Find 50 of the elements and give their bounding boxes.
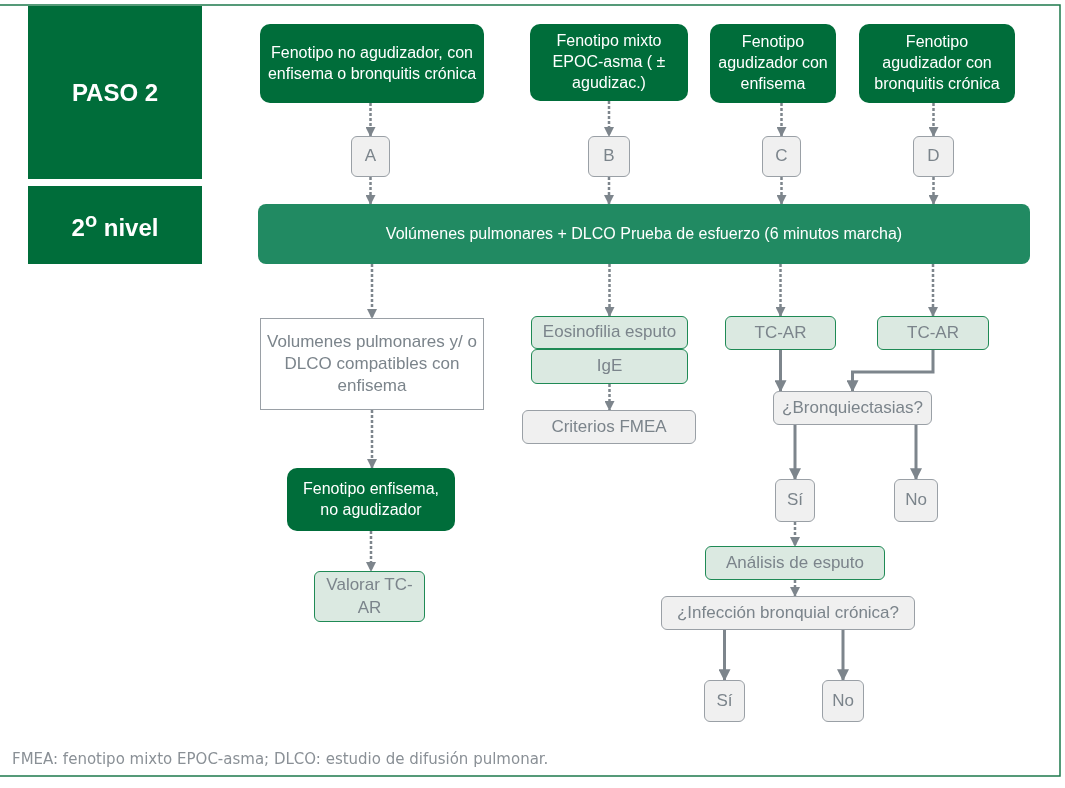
test-box: Eosinofilia esputo xyxy=(531,316,688,349)
decision-box: ¿Bronquiectasias? xyxy=(773,391,932,425)
arrow xyxy=(775,264,786,317)
arrow xyxy=(910,425,922,481)
arrow xyxy=(604,264,615,317)
arrow xyxy=(928,177,939,205)
arrow xyxy=(776,103,787,137)
arrow xyxy=(790,522,800,547)
arrow xyxy=(928,264,938,317)
answer-box: No xyxy=(822,680,864,722)
arrow xyxy=(367,264,377,319)
arrow xyxy=(789,425,801,481)
arrow xyxy=(604,384,615,411)
step-label-box: PASO 2 xyxy=(28,6,202,179)
answer-box: Sí xyxy=(775,479,815,522)
letter-box: C xyxy=(762,136,801,177)
test-box: TC-AR xyxy=(877,316,989,350)
letter-box: D xyxy=(913,136,954,177)
result-box: Volumenes pulmonares y/ o DLCO compatibles con enfisema xyxy=(260,318,484,410)
arrow xyxy=(604,101,614,137)
arrow xyxy=(928,103,939,137)
arrow xyxy=(604,177,614,205)
test-band: Volúmenes pulmonares + DLCO Prueba de esfuerzo (6 minutos marcha) xyxy=(258,204,1030,264)
test-box: Análisis de esputo xyxy=(705,546,885,580)
phenotype-box: Fenotipo mixto EPOC-asma ( ± agudizac.) xyxy=(530,24,688,101)
arrow xyxy=(718,630,731,682)
arrow xyxy=(846,350,935,393)
process-box: Criterios FMEA xyxy=(522,410,696,444)
letter-box: A xyxy=(351,136,390,177)
answer-box: No xyxy=(894,479,938,522)
phenotype-box: Fenotipo enfisema, no agudizador xyxy=(287,468,455,531)
phenotype-box: Fenotipo agudizador con bronquitis crónica xyxy=(859,24,1015,103)
arrow xyxy=(774,350,787,393)
arrow xyxy=(837,630,849,682)
decision-box: ¿Infección bronquial crónica? xyxy=(661,596,915,630)
letter-box: B xyxy=(588,136,630,177)
phenotype-box: Fenotipo agudizador con enfisema xyxy=(710,24,836,103)
test-box: IgE xyxy=(531,349,688,384)
level-label-box: 2$^{o}$ nivel xyxy=(28,186,202,264)
test-box: Valorar TC-AR xyxy=(314,571,425,622)
arrow xyxy=(365,103,376,137)
test-box: TC-AR xyxy=(725,316,836,350)
arrow xyxy=(776,177,787,205)
arrow xyxy=(365,177,376,205)
arrow xyxy=(367,410,377,469)
answer-box: Sí xyxy=(704,680,745,722)
phenotype-box: Fenotipo no agudizador, con enfisema o bronquitis crónica xyxy=(260,24,484,103)
footnote: FMEA: fenotipo mixto EPOC-asma; DLCO: estudio de difusión pulmonar. xyxy=(12,750,549,768)
arrow xyxy=(790,580,800,597)
arrow xyxy=(366,531,376,572)
